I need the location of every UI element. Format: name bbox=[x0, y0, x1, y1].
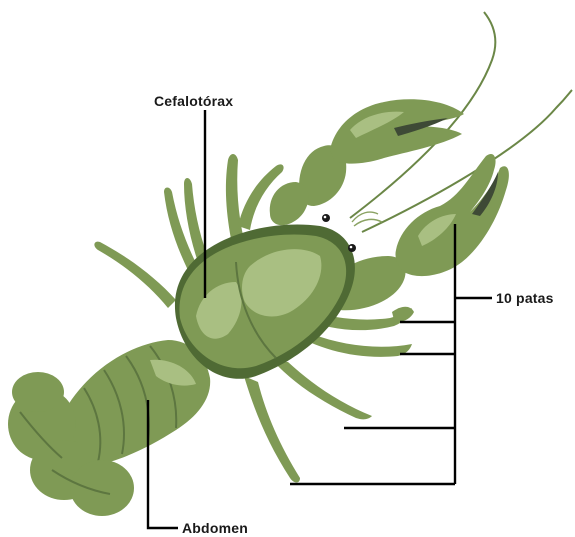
eye-lower bbox=[348, 244, 356, 252]
claw-upper bbox=[270, 99, 464, 225]
claw-lower bbox=[326, 154, 509, 310]
crayfish-illustration bbox=[8, 12, 572, 516]
eye-upper bbox=[322, 214, 330, 222]
label-legs: 10 patas bbox=[496, 290, 554, 306]
label-cephalothorax: Cefalotórax bbox=[154, 93, 233, 109]
label-abdomen: Abdomen bbox=[182, 520, 248, 536]
